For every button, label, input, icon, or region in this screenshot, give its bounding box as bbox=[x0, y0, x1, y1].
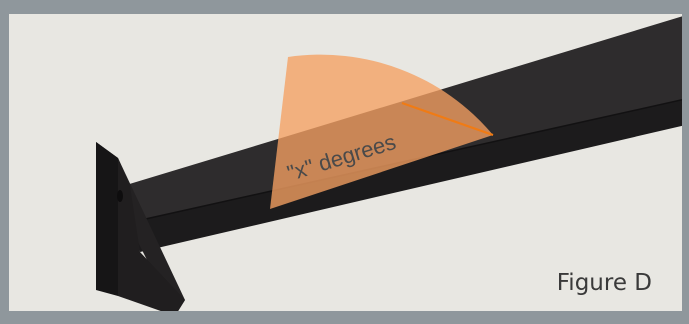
end-plate-front bbox=[96, 142, 118, 296]
beam-side-face bbox=[132, 99, 682, 252]
end-plate-hole bbox=[117, 190, 123, 202]
figure-caption: Figure D bbox=[557, 270, 652, 296]
angle-reference-edge bbox=[401, 101, 494, 137]
angle-wedge bbox=[270, 54, 493, 209]
end-plate-lower bbox=[118, 158, 185, 311]
